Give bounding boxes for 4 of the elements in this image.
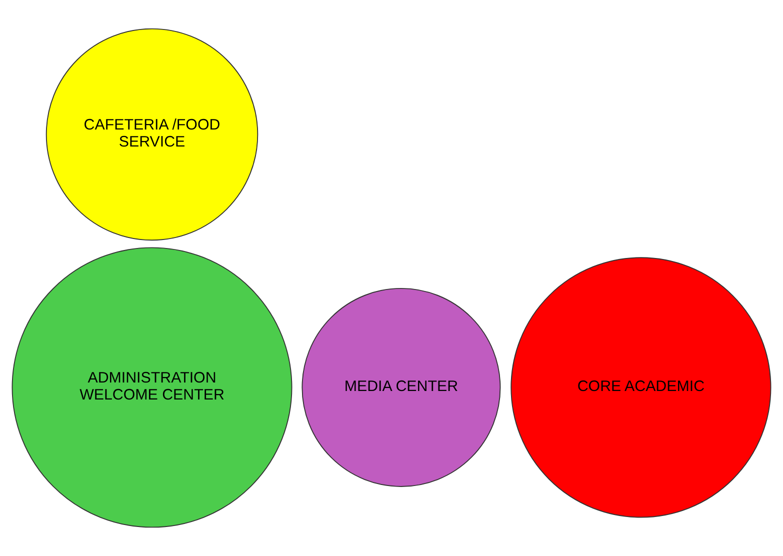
node-circle: CAFETERIA /FOOD SERVICE: [46, 28, 258, 241]
node-circle: CORE ACADEMIC: [510, 257, 772, 518]
node-circle: MEDIA CENTER: [302, 288, 501, 487]
node-circle: ADMINISTRATION WELCOME CENTER: [12, 247, 292, 528]
